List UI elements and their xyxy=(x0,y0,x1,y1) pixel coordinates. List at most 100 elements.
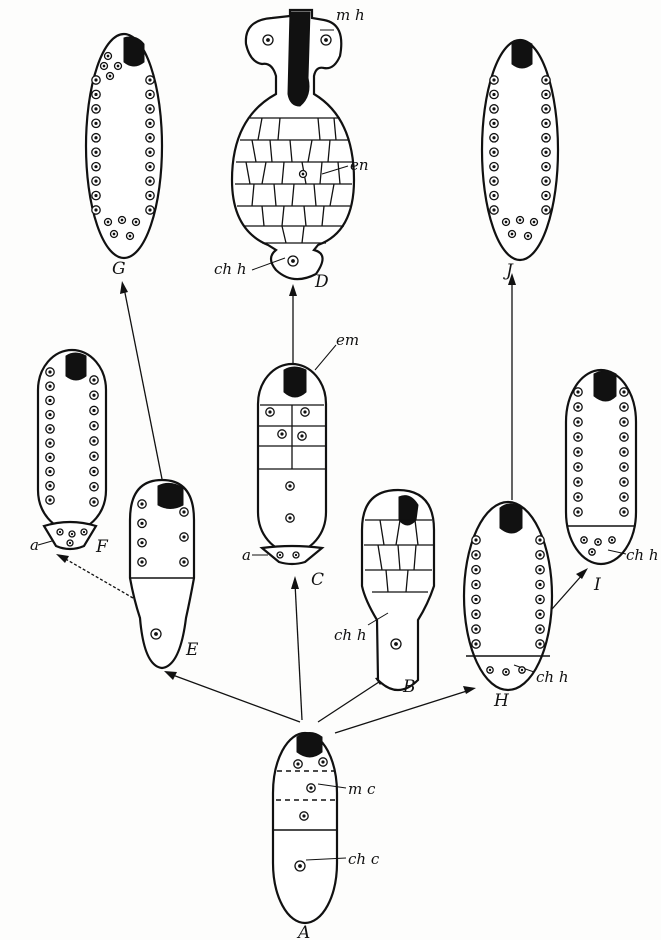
nucleus-dot xyxy=(48,385,51,388)
nucleus-dot xyxy=(154,632,158,636)
nucleus-dot xyxy=(59,531,61,533)
nucleus-dot xyxy=(48,442,51,445)
nucleus-dot xyxy=(92,470,95,473)
nucleus-dot xyxy=(622,480,625,483)
nucleus-dot xyxy=(622,390,625,393)
nucleus-dot xyxy=(622,420,625,423)
nucleus-dot xyxy=(94,180,97,183)
nucleus-dot xyxy=(324,38,328,42)
nucleus-dot xyxy=(92,394,95,397)
annotation-chalazal-haustorium-i: ch h xyxy=(626,546,659,564)
annotation-embryo: em xyxy=(336,331,359,349)
embryo-stage-c xyxy=(252,345,336,564)
nucleus-dot xyxy=(48,456,51,459)
nucleus-dot xyxy=(511,233,514,236)
arrowhead-d xyxy=(289,284,297,296)
nucleus-dot xyxy=(94,194,97,197)
embryo-stage-b xyxy=(362,490,434,690)
nucleus-dot xyxy=(48,370,51,373)
nucleus-dot xyxy=(92,439,95,442)
nucleus-dot xyxy=(291,259,295,263)
nucleus-dot xyxy=(94,107,97,110)
nucleus-dot xyxy=(521,669,523,671)
nucleus-dot xyxy=(148,165,151,168)
nucleus-dot xyxy=(298,864,302,868)
nucleus-dot xyxy=(527,235,530,238)
nucleus-dot xyxy=(113,233,116,236)
nucleus-dot xyxy=(519,219,522,222)
nucleus-dot xyxy=(148,208,151,211)
nucleus-dot xyxy=(94,165,97,168)
nucleus-dot xyxy=(533,221,536,224)
nucleus-dot xyxy=(544,165,547,168)
nucleus-dot xyxy=(135,221,138,224)
nucleus-dot xyxy=(302,173,305,176)
label-b: B xyxy=(402,677,416,697)
nucleus-dot xyxy=(544,151,547,154)
nucleus-dot xyxy=(92,500,95,503)
nucleus-dot xyxy=(544,136,547,139)
nucleus-dot xyxy=(148,78,151,81)
embryo-stage-g xyxy=(86,34,162,258)
annotation-a-c: a xyxy=(242,546,251,564)
nucleus-dot xyxy=(48,413,51,416)
nucleus-dot xyxy=(296,762,299,765)
nucleus-dot xyxy=(492,122,495,125)
nucleus-dot xyxy=(474,613,477,616)
nucleus-dot xyxy=(538,538,541,541)
nucleus-dot xyxy=(492,165,495,168)
label-i: I xyxy=(593,575,601,595)
arrow-e-to-f xyxy=(62,557,133,598)
annotation-micropylar-haustorium: m h xyxy=(336,6,365,24)
nucleus-dot xyxy=(94,78,97,81)
nucleus-dot xyxy=(92,424,95,427)
nucleus-dot xyxy=(300,434,303,437)
nucleus-dot xyxy=(69,542,71,544)
arrowhead-h xyxy=(463,686,476,694)
arrowhead-e xyxy=(164,671,177,680)
nucleus-dot xyxy=(492,136,495,139)
nucleus-dot xyxy=(140,522,143,525)
nucleus-dot xyxy=(544,180,547,183)
nucleus-dot xyxy=(597,541,599,543)
nucleus-dot xyxy=(288,516,291,519)
nucleus-dot xyxy=(321,760,324,763)
nucleus-dot xyxy=(505,671,507,673)
arrowhead-g xyxy=(120,281,128,294)
nucleus-dot xyxy=(622,465,625,468)
nucleus-dot xyxy=(544,194,547,197)
nucleus-dot xyxy=(71,533,73,535)
nucleus-dot xyxy=(48,399,51,402)
nucleus-dot xyxy=(302,814,305,817)
nucleus-dot xyxy=(280,432,283,435)
nucleus-dot xyxy=(576,510,579,513)
nucleus-dot xyxy=(576,390,579,393)
label-d: D xyxy=(314,272,329,292)
nucleus-dot xyxy=(94,93,97,96)
arrow-e-to-g xyxy=(124,288,163,484)
nucleus-dot xyxy=(538,568,541,571)
nucleus-dot xyxy=(576,480,579,483)
nucleus-dot xyxy=(622,435,625,438)
nucleus-dot xyxy=(148,194,151,197)
nucleus-dot xyxy=(576,420,579,423)
embryo-stage-a xyxy=(273,733,346,924)
annotation-endosperm: en xyxy=(350,156,369,174)
label-a: A xyxy=(296,923,310,940)
nucleus-dot xyxy=(94,208,97,211)
nucleus-dot xyxy=(107,55,110,58)
nucleus-dot xyxy=(474,553,477,556)
nucleus-dot xyxy=(48,498,51,501)
nucleus-dot xyxy=(268,410,271,413)
nucleus-dot xyxy=(266,38,270,42)
label-c: C xyxy=(311,570,324,590)
annotation-chalazal-haustorium-h: ch h xyxy=(536,668,569,686)
nucleus-dot xyxy=(94,122,97,125)
nucleus-dot xyxy=(121,219,124,222)
nucleus-dot xyxy=(48,484,51,487)
nucleus-dot xyxy=(394,642,398,646)
nucleus-dot xyxy=(492,180,495,183)
nucleus-dot xyxy=(622,405,625,408)
arrow-a-to-b xyxy=(318,680,382,722)
